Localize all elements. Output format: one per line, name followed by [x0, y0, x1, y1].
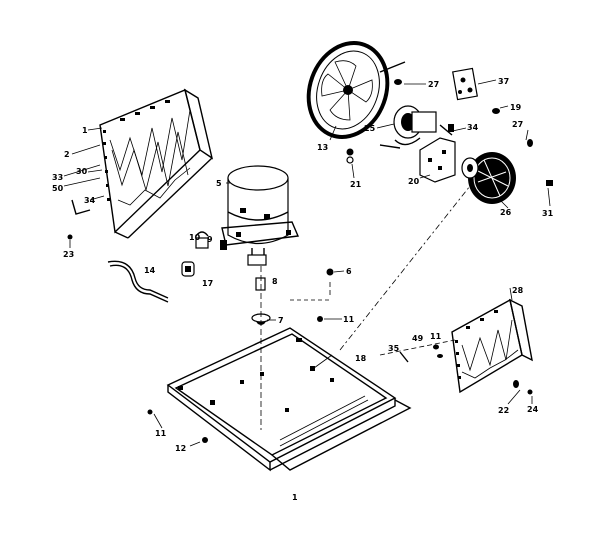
- motor-bracket: [419, 124, 456, 183]
- label-49: 49: [412, 334, 424, 343]
- screw-12: [202, 437, 208, 443]
- base-pan: [166, 327, 412, 472]
- label-22: 22: [498, 406, 509, 415]
- label-11a: 11: [343, 315, 355, 324]
- fan-blade: [306, 41, 406, 139]
- label-50: 50: [52, 184, 64, 193]
- label-35: 35: [388, 344, 400, 353]
- coil-fins: [109, 109, 191, 206]
- label-25: 25: [364, 124, 376, 133]
- clip-27b: [527, 139, 533, 147]
- label-10: 10: [189, 233, 201, 242]
- clip-27a: [394, 79, 402, 85]
- label-24: 24: [527, 405, 539, 414]
- label-1b: 1: [292, 493, 298, 502]
- label-34a: 34: [84, 196, 96, 205]
- capacitor-parts: [181, 231, 227, 277]
- label-6: 6: [346, 267, 352, 276]
- label-27a: 27: [428, 80, 439, 89]
- screw-23: [67, 234, 73, 240]
- small-parts-right: [399, 344, 533, 395]
- bracket-34: [71, 199, 91, 215]
- label-11b: 11: [155, 429, 167, 438]
- callout-labels: 1 2 33 50 30 34 23 13 27 37 25 21 19 34 …: [52, 77, 554, 502]
- label-8: 8: [272, 277, 278, 286]
- label-19: 19: [510, 103, 522, 112]
- label-23: 23: [63, 250, 74, 259]
- label-14: 14: [144, 266, 156, 275]
- label-7: 7: [278, 316, 284, 325]
- label-28: 28: [512, 286, 524, 295]
- leader-lines: [63, 79, 551, 447]
- tube-14: [107, 260, 169, 299]
- label-5: 5: [216, 179, 222, 188]
- label-30: 30: [76, 167, 88, 176]
- blower-wheel: [461, 152, 516, 204]
- label-31: 31: [542, 209, 554, 218]
- fan-motor: [379, 105, 437, 149]
- screw-11b: [147, 409, 153, 415]
- compressor: [221, 165, 300, 266]
- label-37: 37: [498, 77, 509, 86]
- grommet-8: [255, 277, 266, 291]
- label-1: 1: [82, 126, 88, 135]
- label-27b: 27: [512, 120, 523, 129]
- label-2: 2: [64, 150, 70, 159]
- control-panel: [452, 67, 478, 101]
- screw-19: [492, 108, 500, 114]
- evaporator-coil: [451, 298, 533, 394]
- label-11c: 11: [430, 332, 442, 341]
- screw-31: [546, 180, 553, 186]
- nut-6: [326, 268, 334, 276]
- label-13: 13: [317, 143, 328, 152]
- label-20: 20: [408, 177, 420, 186]
- label-9: 9: [207, 235, 213, 244]
- label-26: 26: [500, 208, 512, 217]
- label-33: 33: [52, 173, 63, 182]
- label-34b: 34: [467, 123, 479, 132]
- label-18: 18: [355, 354, 367, 363]
- label-21: 21: [350, 180, 362, 189]
- condenser-coil: [67, 88, 214, 240]
- label-12: 12: [175, 444, 186, 453]
- nut-21: [346, 148, 354, 156]
- screw-11a: [317, 316, 323, 322]
- label-17: 17: [202, 279, 213, 288]
